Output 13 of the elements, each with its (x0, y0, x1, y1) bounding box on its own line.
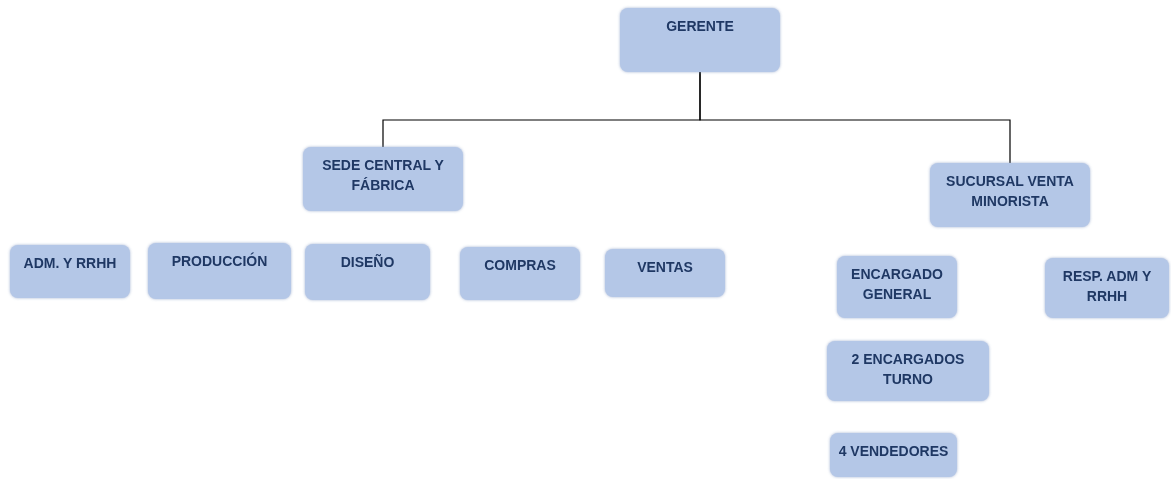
org-box: ENCARGADO GENERAL (837, 256, 957, 318)
org-box: SEDE CENTRAL Y FÁBRICA (303, 147, 463, 211)
org-box: 2 ENCARGADOS TURNO (827, 341, 989, 401)
org-box: GERENTE (620, 8, 780, 72)
connector-line (699, 71, 1011, 164)
org-box: 4 VENDEDORES (830, 433, 957, 477)
org-box: ADM. Y RRHH (10, 245, 130, 298)
org-box: PRODUCCIÓN (148, 243, 291, 299)
org-box: VENTAS (605, 249, 725, 297)
org-box: COMPRAS (460, 247, 580, 300)
org-box: DISEÑO (305, 244, 430, 300)
org-box: SUCURSAL VENTA MINORISTA (930, 163, 1090, 227)
org-box: RESP. ADM Y RRHH (1045, 258, 1169, 318)
